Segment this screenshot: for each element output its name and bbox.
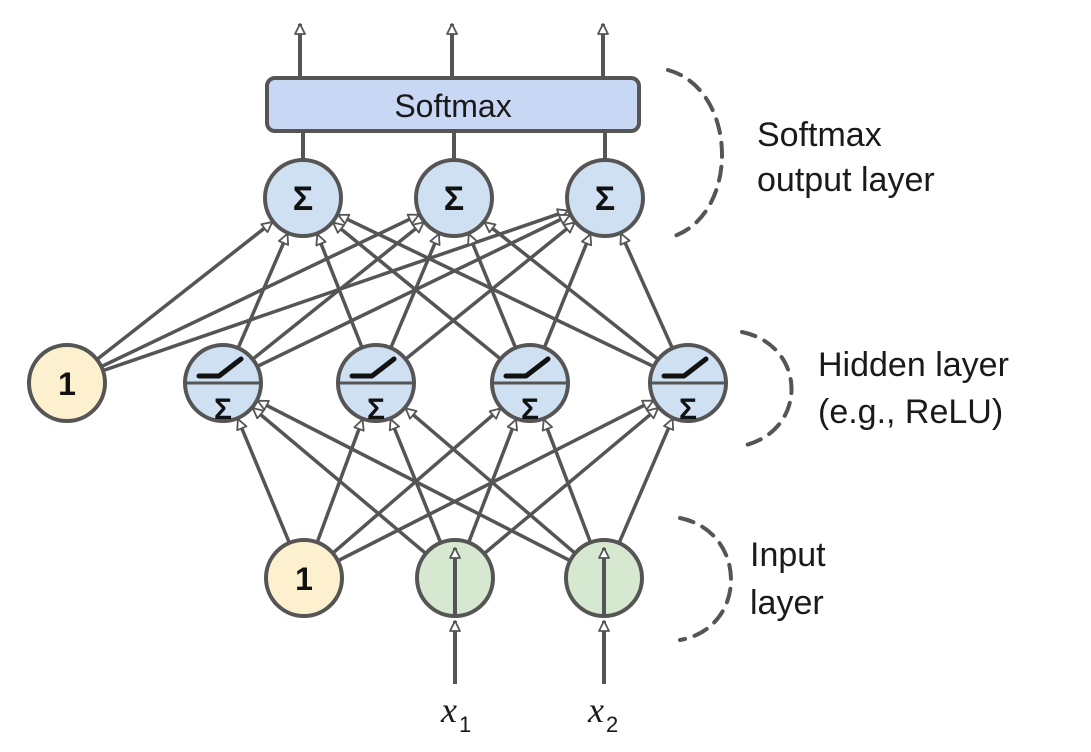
input-annotation-line2: layer — [750, 584, 824, 622]
connection-edge — [315, 233, 364, 349]
hidden-layer: 1 Σ Σ Σ Σ — [27, 343, 728, 426]
relu-step-icon — [503, 356, 551, 379]
connection-edge — [619, 232, 675, 350]
relu-step-icon — [196, 356, 244, 379]
hidden-neuron: Σ — [183, 343, 263, 426]
connection-edge — [100, 213, 420, 369]
relu-step-icon — [661, 356, 709, 379]
hidden-neuron: Σ — [336, 343, 416, 426]
bias-label: 1 — [295, 561, 313, 597]
input-passthrough — [449, 547, 610, 616]
input-bias-node: 1 — [264, 538, 344, 618]
hidden-annotation-line1: Hidden layer — [818, 346, 1009, 384]
hidden-annotation-line2: (e.g., ReLU) — [818, 393, 1003, 431]
connection-edge — [337, 213, 655, 369]
hidden-neuron: Σ — [648, 343, 728, 426]
connection-edge — [483, 406, 660, 555]
connection-edge — [542, 233, 593, 349]
relu-step-icon — [349, 356, 397, 379]
connection-edge — [256, 399, 571, 563]
sigma-symbol: Σ — [214, 393, 232, 426]
sigma-symbol: Σ — [595, 180, 615, 218]
sigma-symbol: Σ — [679, 393, 697, 426]
connection-edge — [95, 220, 274, 361]
connection-edge — [467, 233, 518, 349]
bias-label: 1 — [58, 366, 76, 402]
hidden-bracket — [740, 330, 794, 448]
sigma-symbol: Σ — [521, 393, 539, 426]
connection-edge — [483, 220, 660, 361]
softmax-label: Softmax — [394, 88, 511, 124]
connection-edge — [332, 221, 502, 361]
output-neuron: Σ — [414, 158, 494, 238]
softmax-bracket — [666, 68, 724, 240]
output-neuron: Σ — [565, 158, 645, 238]
softmax-annotation-line1: Softmax — [757, 116, 882, 154]
sigma-symbol: Σ — [367, 393, 385, 426]
softmax-box: Softmax — [265, 76, 641, 133]
output-layer: Σ Σ Σ — [263, 158, 645, 238]
connection-edge — [251, 406, 428, 555]
layer-annotations: Softmax output layer Hidden layer (e.g.,… — [750, 116, 1009, 622]
hidden-neuron: Σ — [490, 343, 570, 426]
x2-label: x2 — [587, 690, 618, 737]
x1-label: x1 — [440, 690, 471, 737]
input-variable-labels: x1 x2 — [440, 690, 618, 737]
connection-edge — [617, 417, 675, 544]
sigma-symbol: Σ — [293, 180, 313, 218]
output-to-softmax-lines — [301, 131, 607, 160]
input-arrows — [449, 620, 610, 684]
connections — [95, 208, 675, 563]
connection-edge — [404, 407, 577, 555]
output-neuron: Σ — [263, 158, 343, 238]
connection-edge — [337, 399, 655, 563]
connection-edge — [541, 418, 593, 544]
output-arrows — [294, 23, 609, 78]
connection-edge — [404, 221, 576, 361]
hidden-bias-node: 1 — [27, 343, 107, 423]
input-annotation-line1: Input — [750, 536, 826, 574]
sigma-symbol: Σ — [444, 180, 464, 218]
input-bracket — [678, 516, 733, 642]
layer-brackets — [666, 68, 794, 642]
softmax-annotation-line2: output layer — [757, 161, 935, 199]
connection-edge — [236, 418, 292, 544]
connection-edge — [236, 232, 290, 349]
